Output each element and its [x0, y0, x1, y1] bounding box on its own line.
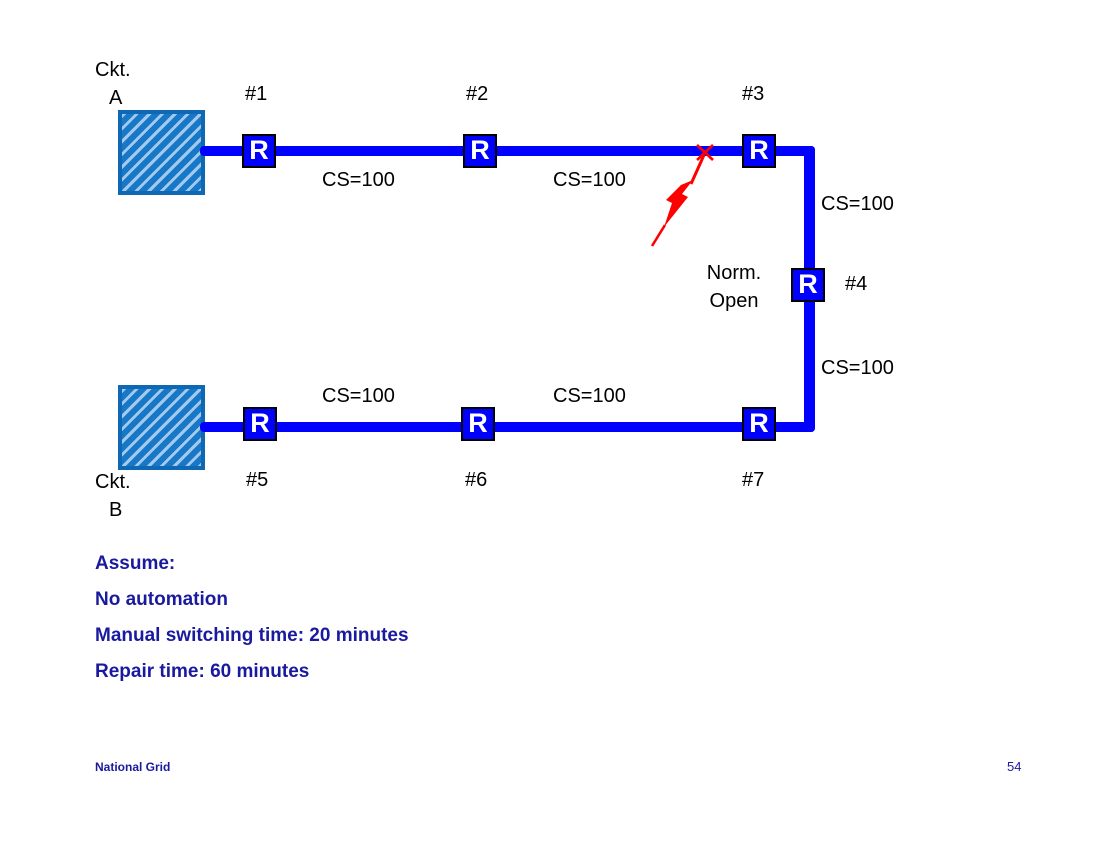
circuit-b-label-line2: B [109, 499, 123, 521]
recloser-1: R [242, 134, 276, 168]
cs-label-b2: CS=100 [553, 385, 626, 407]
norm-open-label: Norm. Open [698, 259, 770, 315]
feeder-b-line [200, 422, 815, 432]
cs-label-tie-lower: CS=100 [821, 357, 894, 379]
circuit-a-label-line1: Ckt. [95, 59, 131, 81]
norm-open-line1: Norm. [706, 262, 762, 284]
feeder-a-line [200, 146, 815, 156]
recloser-6: R [461, 407, 495, 441]
footer-brand: National Grid [95, 760, 171, 774]
fault-lightning-icon [650, 144, 714, 247]
cs-label-b1: CS=100 [322, 385, 395, 407]
substation-a [118, 110, 205, 195]
cs-label-tie-upper: CS=100 [821, 193, 894, 215]
assumptions-title: Assume: [95, 553, 176, 574]
circuit-a-label: Ckt. A [95, 56, 131, 112]
circuit-b-label-line1: Ckt. [95, 471, 131, 493]
recloser-6-number: #6 [465, 469, 488, 491]
recloser-7-number: #7 [742, 469, 765, 491]
assumption-switching-time: Manual switching time: 20 minutes [95, 625, 409, 646]
recloser-5-number: #5 [246, 469, 269, 491]
recloser-3-number: #3 [742, 83, 765, 105]
recloser-4: R [791, 268, 825, 302]
assumption-repair-time: Repair time: 60 minutes [95, 661, 310, 682]
assumption-no-automation: No automation [95, 589, 228, 610]
page-number: 54 [1007, 759, 1022, 774]
recloser-5: R [243, 407, 277, 441]
cs-label-a2: CS=100 [553, 169, 626, 191]
recloser-2-number: #2 [466, 83, 489, 105]
recloser-4-number: #4 [845, 273, 868, 295]
recloser-1-number: #1 [245, 83, 268, 105]
circuit-b-label: Ckt. B [95, 468, 131, 524]
recloser-2: R [463, 134, 497, 168]
recloser-3: R [742, 134, 776, 168]
assumptions-block: Assume: No automation Manual switching t… [95, 546, 409, 690]
norm-open-line2: Open [709, 290, 759, 312]
recloser-7: R [742, 407, 776, 441]
circuit-a-label-line2: A [109, 87, 123, 109]
cs-label-a1: CS=100 [322, 169, 395, 191]
substation-b [118, 385, 205, 470]
